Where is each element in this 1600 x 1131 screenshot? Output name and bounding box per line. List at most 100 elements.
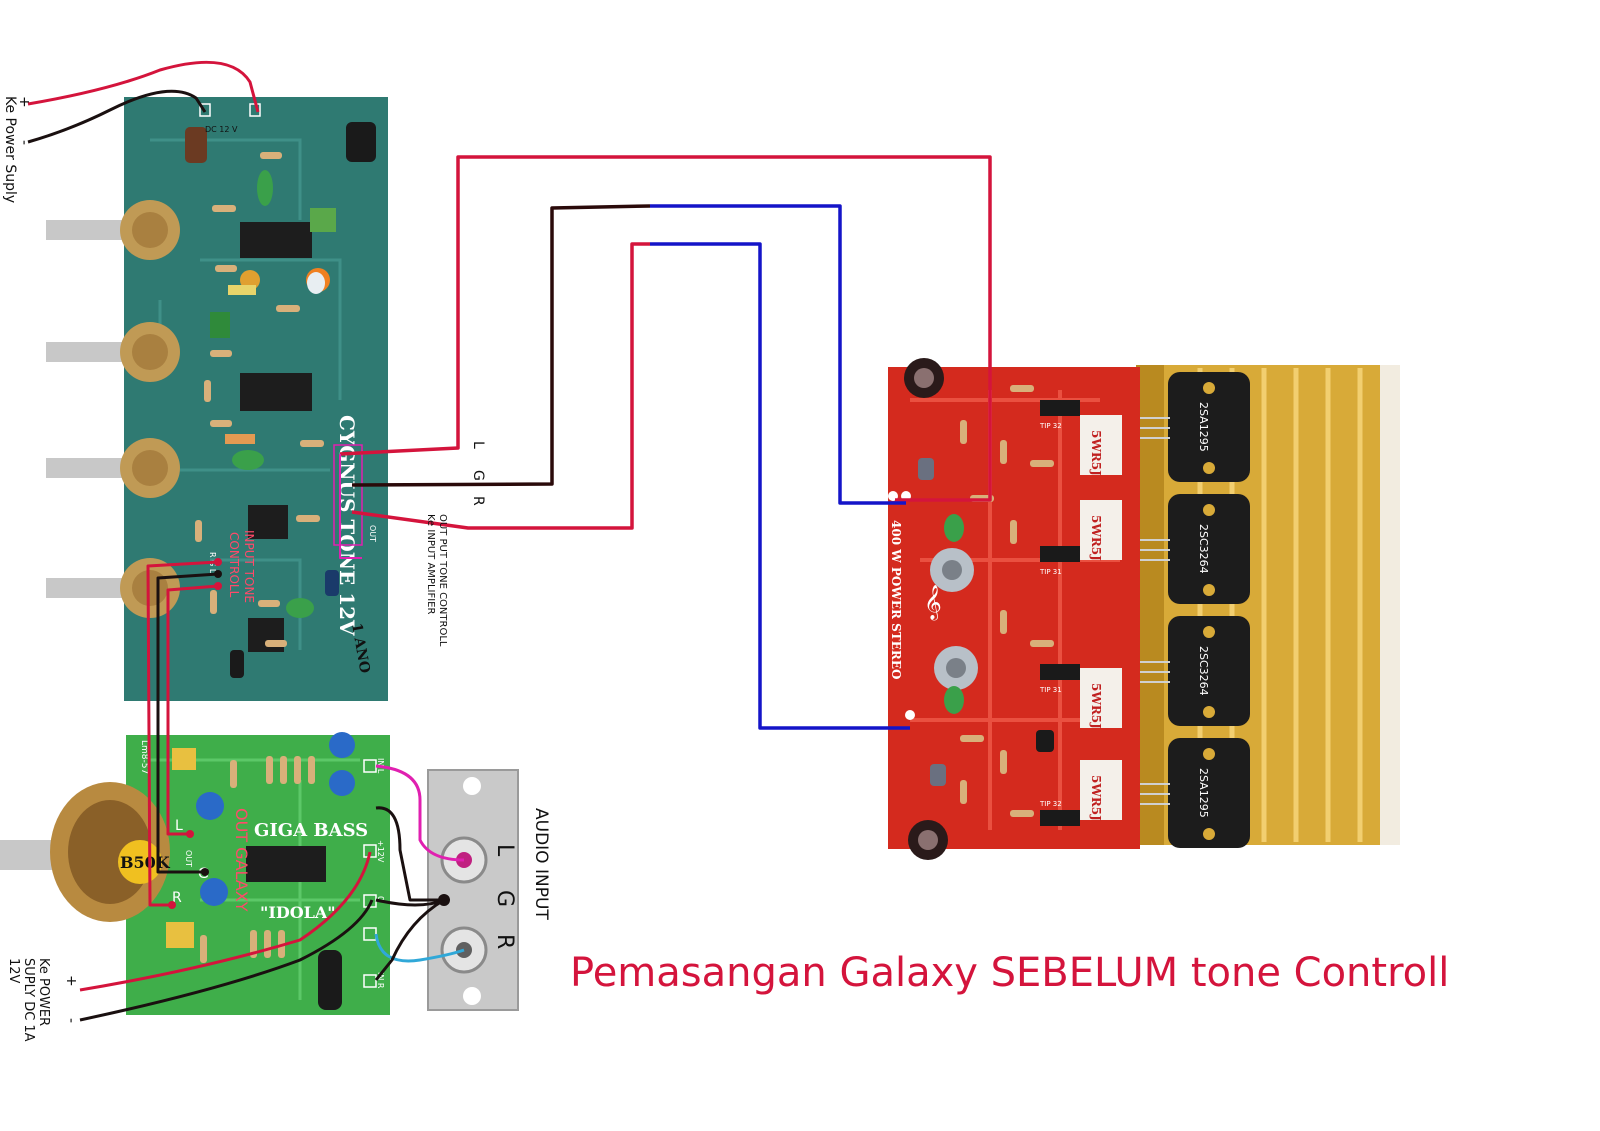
tone-out-notes: OUT PUT TONE CONTROLL Ke INPUT AMPLIFIER xyxy=(425,514,448,647)
wire-galaxy-out-r xyxy=(146,560,219,907)
wires xyxy=(27,60,992,1022)
galaxy-out-label: OUT GALAXY xyxy=(232,808,251,912)
potentiometer-4 xyxy=(46,558,180,618)
tone-input-label-2: CONTROLL xyxy=(227,532,241,598)
bottom-power-labels: + - Ke POWER SUPLY DC 1A 12V xyxy=(6,958,79,1042)
wire-tone-out-g-blue xyxy=(650,204,906,505)
output-transistors: 2SA1295 2SC3264 2SC3264 2SA1295 xyxy=(1140,372,1250,848)
galaxy-bass-pot: B50K xyxy=(0,782,171,922)
tip-label-3: TIP 31 xyxy=(1039,686,1062,694)
wire-galaxy-out-l xyxy=(166,584,219,836)
wire-galaxy-out-g xyxy=(156,572,219,874)
tone-out-label: OUT xyxy=(368,525,377,542)
wire-power-plus-bottom xyxy=(79,851,372,992)
tone-out-g: G xyxy=(470,470,486,481)
galaxy-out-text: OUT xyxy=(184,850,193,867)
tip-label-4: TIP 32 xyxy=(1039,800,1062,808)
transistor-2sa1295-top: 2SA1295 xyxy=(1168,372,1250,482)
transistor-2sc3264-b: 2SC3264 xyxy=(1168,616,1250,726)
wire-tone-out-r-blue xyxy=(650,242,910,730)
wire-tone-out-r xyxy=(351,242,650,530)
wire-power-plus-top xyxy=(27,60,260,113)
tone-out-note-2: Ke INPUT AMPLIFIER xyxy=(425,514,436,614)
power-bottom-minus: - xyxy=(63,1018,79,1023)
audio-input-g: G xyxy=(492,890,517,907)
capacitors xyxy=(185,122,376,678)
audio-input-label: AUDIO INPUT xyxy=(531,808,551,920)
resistor-label: 5WR5J xyxy=(1089,515,1103,561)
tone-out-note-1: OUT PUT TONE CONTROLL xyxy=(437,514,448,647)
dc-label: DC 12 V xyxy=(205,125,238,134)
wire-tone-out-g xyxy=(351,204,651,487)
audio-input-panel: AUDIO INPUT L G R xyxy=(427,769,551,1011)
power-top-minus: - xyxy=(16,140,32,145)
mount-hole xyxy=(463,987,481,1005)
galaxy-resistors xyxy=(200,756,315,963)
potentiometer-1 xyxy=(46,200,180,260)
tone-input-label-1: INPUT TONE xyxy=(242,530,256,603)
resistor-label: 5WR5J xyxy=(1089,683,1103,729)
galaxy-out-pin-l: L xyxy=(175,818,183,834)
galaxy-code: Lm8-57 xyxy=(139,740,149,774)
diagram-caption: Pemasangan Galaxy SEBELUM tone Controll xyxy=(570,950,1449,996)
treble-clef-icon: 𝄞 xyxy=(924,585,942,621)
transistor-label-1: 2SA1295 xyxy=(1197,402,1210,452)
potentiometer-2 xyxy=(46,322,180,382)
driver-transistors: TIP 32 TIP 31 TIP 31 TIP 32 xyxy=(1039,400,1080,826)
amp-resistors xyxy=(960,385,1054,817)
power-resistors: 5WR5J 5WR5J 5WR5J 5WR5J xyxy=(1080,415,1122,821)
wire-dots xyxy=(168,558,222,909)
transistor-label-4: 2SA1295 xyxy=(1197,768,1210,818)
resistors xyxy=(195,152,324,647)
ic-chip xyxy=(240,222,312,258)
power-top-plus: + xyxy=(16,96,32,108)
cap-blue xyxy=(200,878,228,906)
power-amplifier: 5WR5J 5WR5J 5WR5J 5WR5J TIP 32 TIP 31 TI… xyxy=(888,358,1400,860)
potentiometer-3 xyxy=(46,438,180,498)
galaxy-zero: 0 xyxy=(376,896,385,901)
galaxy-plus12: +12V xyxy=(376,840,385,863)
ic-chip xyxy=(248,505,288,539)
ic-chip xyxy=(240,373,312,411)
cap-blue xyxy=(329,770,355,796)
tone-out-channel-labels: L G R xyxy=(470,441,486,506)
wire-power-minus-top xyxy=(27,89,207,144)
power-bottom-line3: 12V xyxy=(6,958,21,984)
galaxy-ic xyxy=(246,846,326,882)
transistor-2sa1295-bottom: 2SA1295 xyxy=(1168,738,1250,848)
galaxy-subtitle: "IDOLA" xyxy=(260,903,336,922)
ceramic-cap xyxy=(166,922,194,948)
amp-title: 400 W POWER STEREO xyxy=(889,520,903,679)
cap-blue xyxy=(329,732,355,758)
galaxy-in-r: IN R xyxy=(376,972,385,989)
wire-audio-l xyxy=(375,764,465,862)
tone-output-connector xyxy=(333,444,363,546)
transistor-label-3: 2SC3264 xyxy=(1197,646,1210,696)
tone-control-board: DC 12 V CYGNUS TONE 12V 1 ANO INPUT TONE… xyxy=(46,97,388,701)
transistor-label-2: 2SC3264 xyxy=(1197,524,1210,574)
resistor-label: 5WR5J xyxy=(1089,775,1103,821)
amp-input-pad-r xyxy=(905,710,915,720)
amp-capacitors xyxy=(904,358,1054,860)
wire-tone-out-l xyxy=(339,155,992,502)
power-bottom-line2: SUPLY DC 1A xyxy=(21,958,36,1042)
mount-hole xyxy=(463,777,481,795)
ceramic-cap xyxy=(172,748,196,770)
ceramic-cap xyxy=(228,285,256,295)
galaxy-title: GIGA BASS xyxy=(254,820,368,841)
tip-label-2: TIP 31 xyxy=(1039,568,1062,576)
power-bottom-line1: Ke POWER xyxy=(36,958,51,1026)
wire-audio-ground xyxy=(375,806,444,902)
power-top-label: Ke Power Suply xyxy=(2,96,18,203)
resistor-label: 5WR5J xyxy=(1089,430,1103,476)
audio-input-l: L xyxy=(492,844,517,857)
tone-out-r: R xyxy=(470,496,486,506)
transistor-2sc3264-a: 2SC3264 xyxy=(1168,494,1250,604)
top-power-labels: + - Ke Power Suply xyxy=(2,96,32,203)
tone-brand: CYGNUS TONE 12V xyxy=(335,415,359,636)
tip-label-1: TIP 32 xyxy=(1039,422,1062,430)
power-bottom-plus: + xyxy=(63,975,79,987)
wire-power-minus-bottom xyxy=(79,899,374,1022)
pot-label: B50K xyxy=(120,853,171,872)
